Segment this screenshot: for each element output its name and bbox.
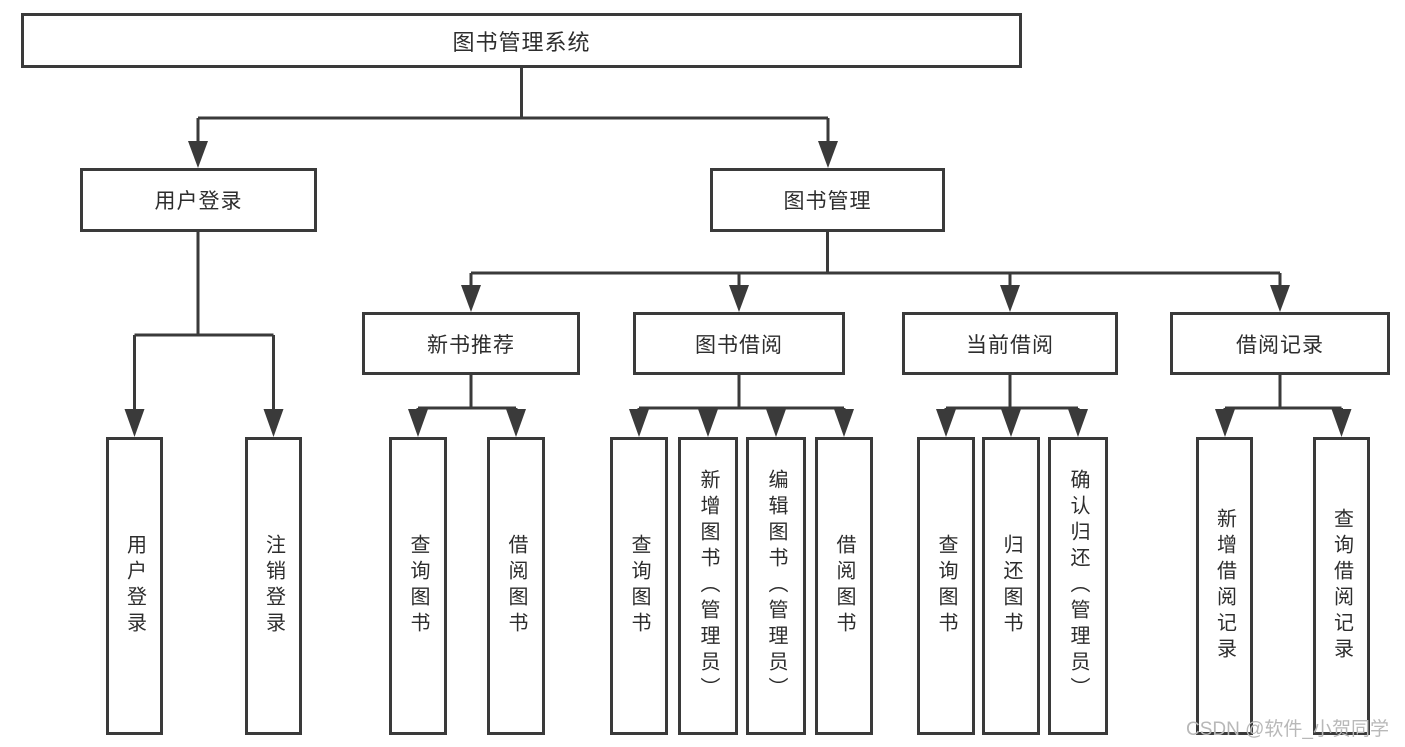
node-label: 查询图书: [628, 534, 650, 638]
node-leaf-query-books-1: 查询图书: [389, 437, 447, 735]
node-label: 借阅图书: [505, 534, 527, 638]
node-book-management: 图书管理: [710, 168, 945, 232]
node-label: 查询图书: [407, 534, 429, 638]
node-leaf-edit-books-admin: 编辑图书（管理员）: [746, 437, 806, 735]
node-label: 图书借阅: [695, 333, 783, 357]
node-label: 图书管理: [783, 190, 872, 213]
watermark: CSDN @软件_小贺同学: [1186, 719, 1389, 740]
node-label: 查询图书: [935, 534, 957, 638]
node-leaf-user-login: 用户登录: [106, 437, 163, 735]
node-user-login: 用户登录: [80, 168, 317, 232]
node-label: 当前借阅: [966, 333, 1054, 357]
node-label: 新增借阅记录: [1213, 508, 1236, 664]
node-leaf-query-books-2: 查询图书: [610, 437, 668, 735]
node-new-book-recommend: 新书推荐: [362, 312, 580, 375]
node-leaf-return-books: 归还图书: [982, 437, 1040, 735]
node-leaf-confirm-return-admin: 确认归还（管理员）: [1048, 437, 1108, 735]
node-leaf-add-books-admin: 新增图书（管理员）: [678, 437, 738, 735]
node-label: 新书推荐: [427, 333, 515, 357]
node-label: 借阅图书: [833, 534, 855, 638]
arrowheads: [124, 141, 1352, 437]
node-leaf-add-borrow-record: 新增借阅记录: [1196, 437, 1253, 735]
node-current-borrowing: 当前借阅: [902, 312, 1118, 375]
node-label: 用户登录: [123, 534, 146, 638]
node-label: 用户登录: [154, 190, 243, 213]
node-leaf-logout: 注销登录: [245, 437, 302, 735]
node-label: 确认归还（管理员）: [1067, 469, 1089, 703]
node-leaf-borrow-books-2: 借阅图书: [815, 437, 873, 735]
node-leaf-borrow-books-1: 借阅图书: [487, 437, 545, 735]
node-library-system: 图书管理系统: [21, 13, 1022, 68]
node-leaf-query-borrow-record: 查询借阅记录: [1313, 437, 1370, 735]
node-label: 归还图书: [1000, 534, 1022, 638]
node-label: 查询借阅记录: [1330, 508, 1353, 664]
node-borrowing-records: 借阅记录: [1170, 312, 1390, 375]
node-label: 图书管理系统: [452, 29, 591, 55]
node-book-borrowing: 图书借阅: [633, 312, 845, 375]
node-label: 借阅记录: [1236, 333, 1324, 357]
node-label: 编辑图书（管理员）: [765, 469, 787, 703]
node-label: 注销登录: [262, 534, 285, 638]
node-label: 新增图书（管理员）: [697, 469, 719, 703]
node-leaf-query-books-3: 查询图书: [917, 437, 975, 735]
